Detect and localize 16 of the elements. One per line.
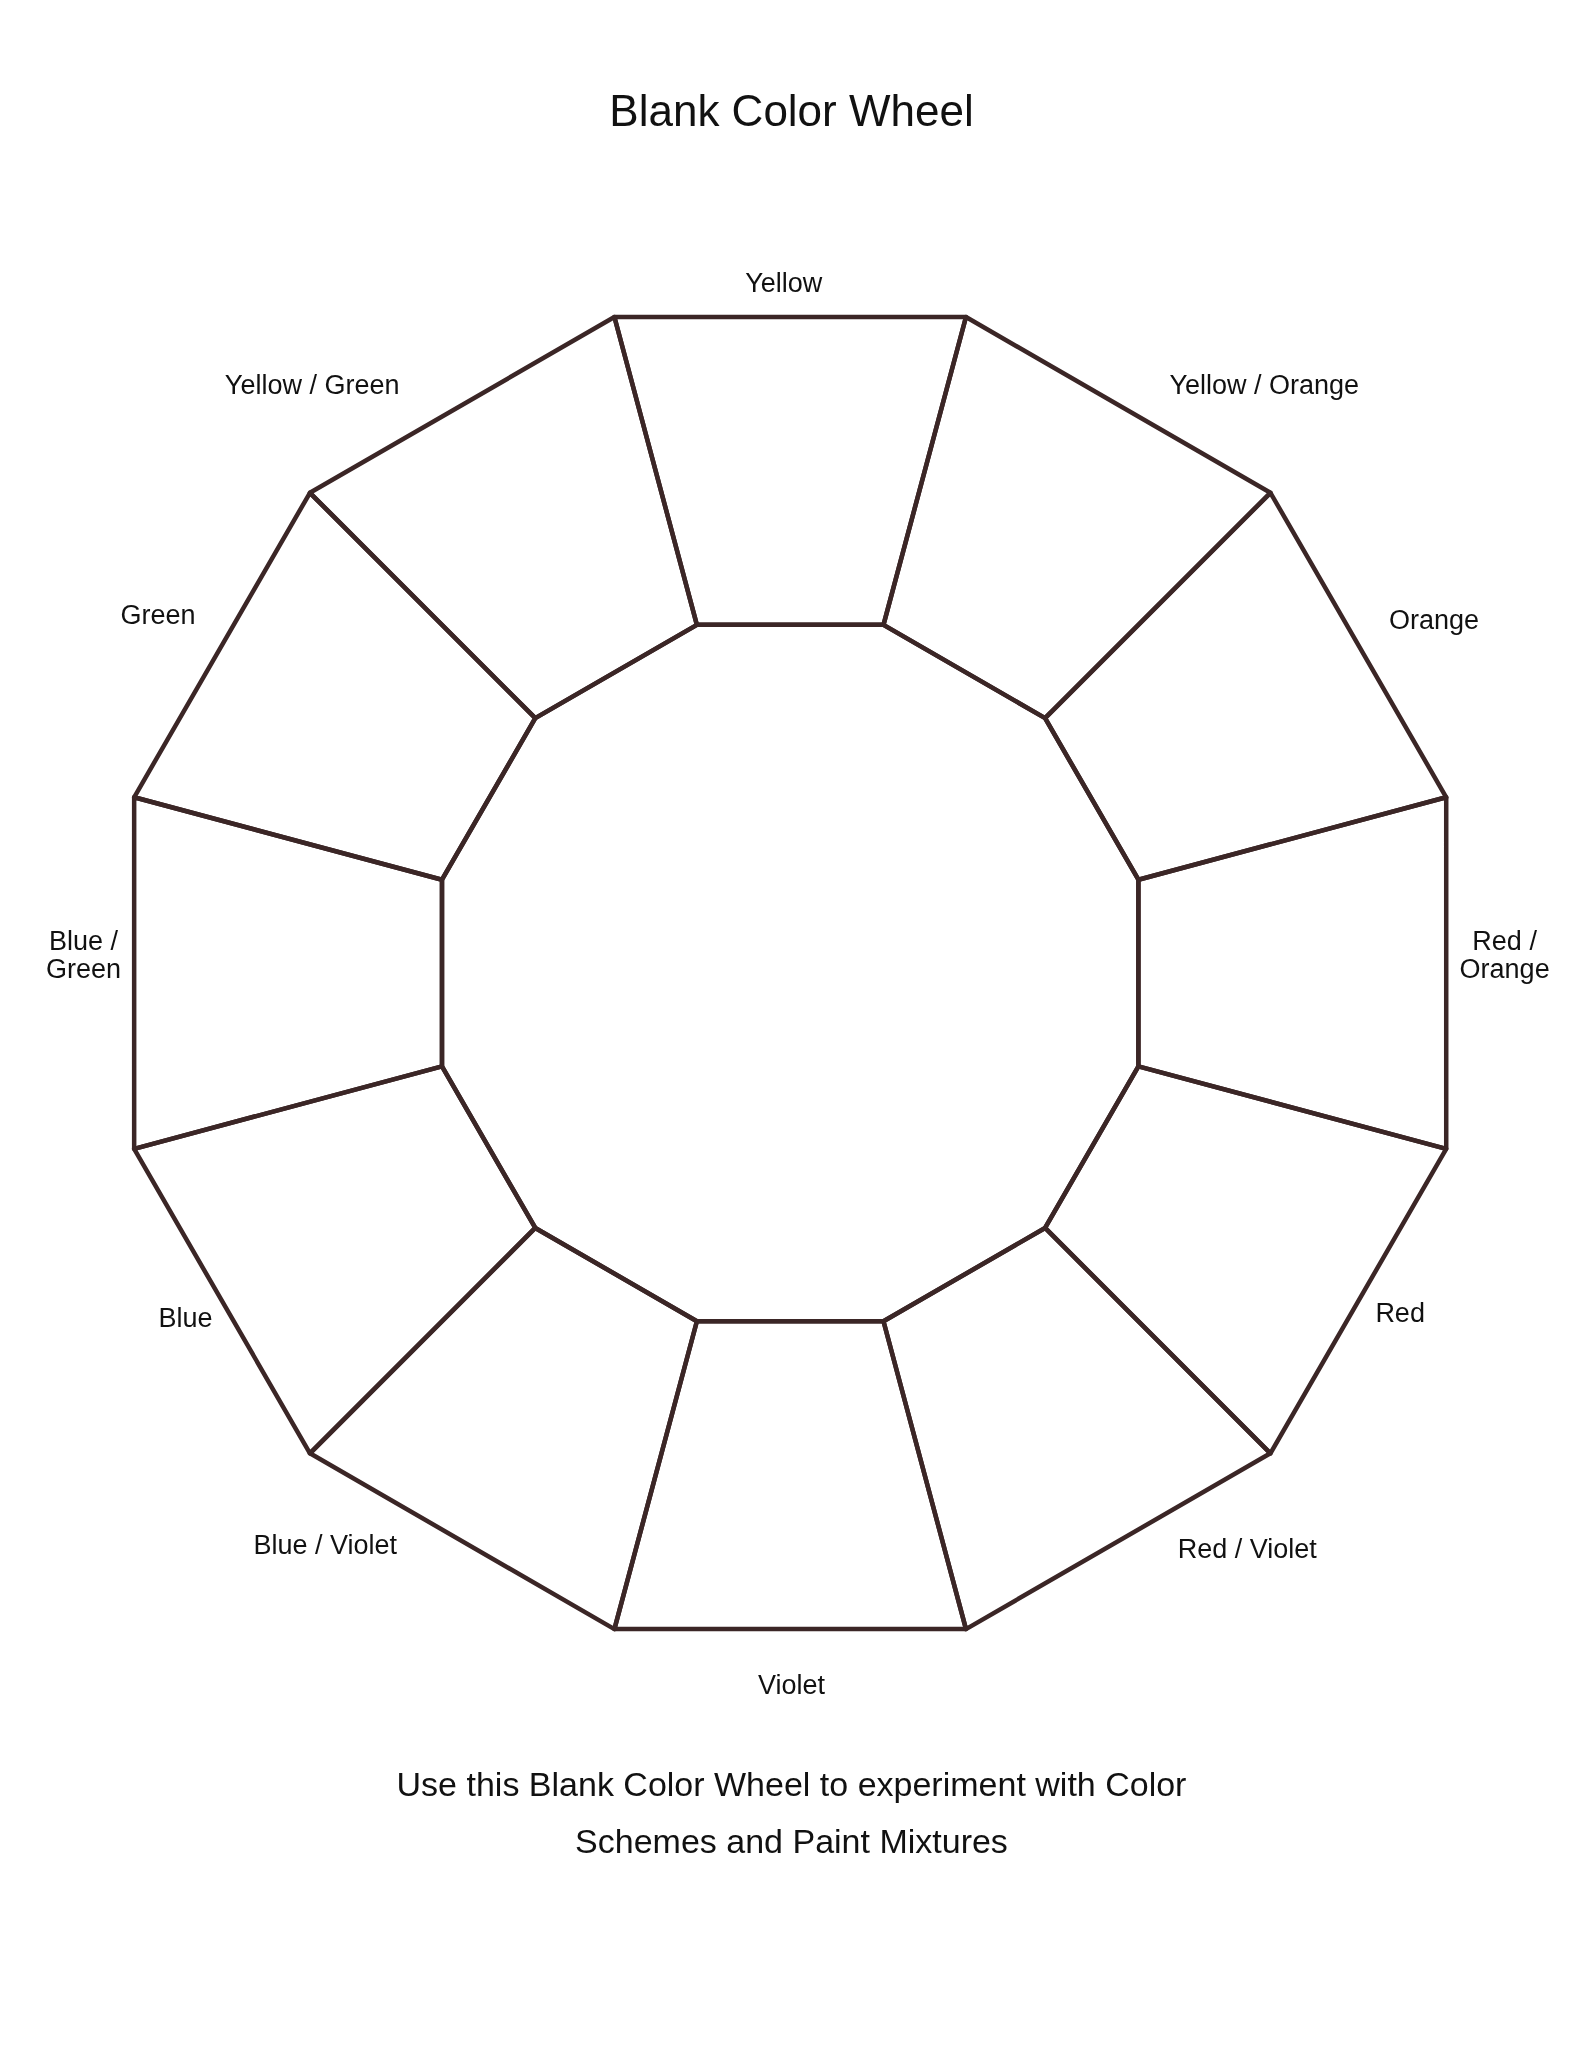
color-label: Yellow / Orange (1169, 371, 1360, 400)
color-label: Yellow (745, 269, 823, 298)
wheel-segment (307, 314, 700, 721)
caption: Use this Blank Color Wheel to experiment with Color Schemes and Paint Mixtures (395, 1763, 1188, 1862)
color-label: Orange (1389, 606, 1480, 635)
color-label: Blue / Violet (253, 1531, 397, 1560)
color-label: Blue (158, 1303, 213, 1332)
color-label: Blue / Green (45, 926, 123, 983)
color-label: Yellow / Green (224, 371, 400, 400)
color-label: Green (120, 601, 196, 630)
color-label: Red (1375, 1298, 1425, 1327)
color-label: Red / Orange (1458, 926, 1551, 983)
color-label: Violet (757, 1670, 826, 1699)
title: Blank Color Wheel (609, 86, 974, 136)
center-dodecagon (439, 622, 1141, 1324)
color-label: Red / Violet (1177, 1535, 1317, 1564)
